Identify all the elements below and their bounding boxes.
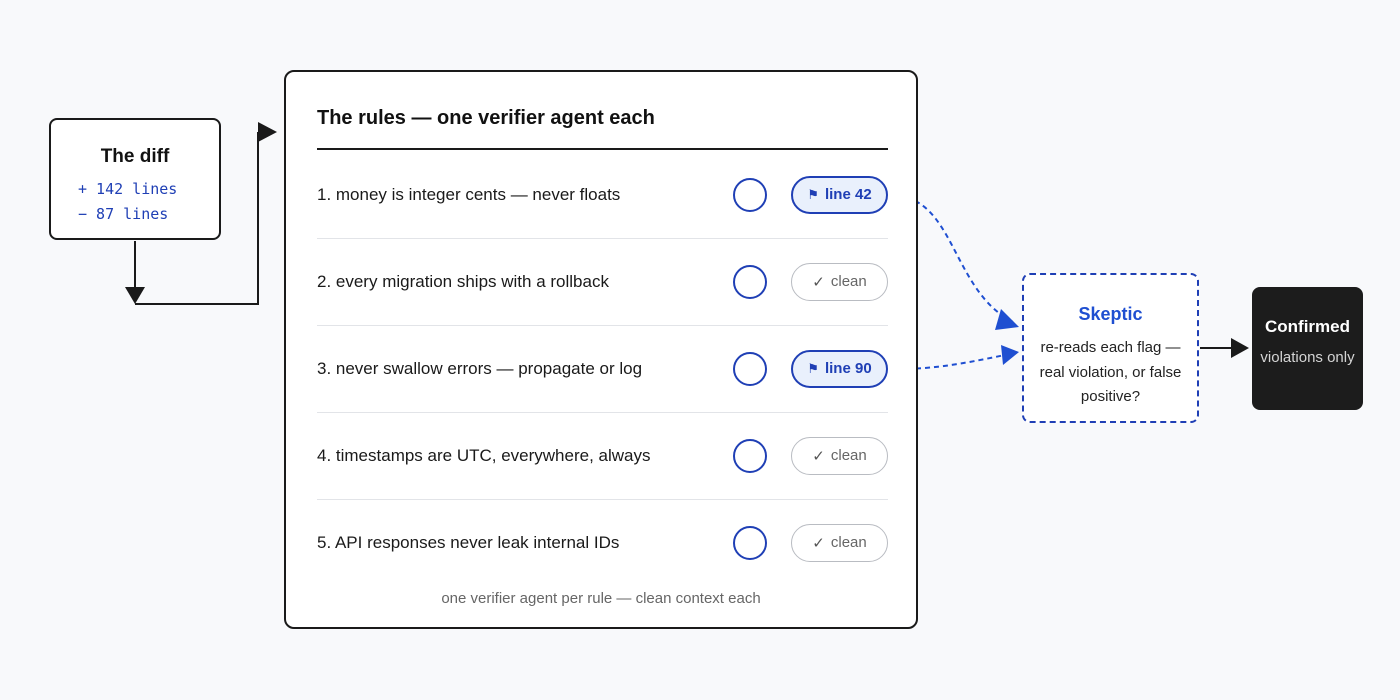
confirmed-arrowhead — [1231, 338, 1249, 358]
check-icon: ✓ — [812, 447, 825, 465]
diff-box: The diff + 142 lines − 87 lines — [49, 118, 221, 240]
rule-clean-label: clean — [830, 273, 867, 290]
rule-row-1: 1. money is integer cents — never floats… — [317, 151, 888, 239]
confirmed-description: violations only — [1260, 349, 1355, 366]
rules-panel-footer: one verifier agent per rule — clean cont… — [441, 590, 761, 607]
rule-text: 1. money is integer cents — never floats — [317, 184, 621, 204]
rule-text: 5. API responses never leak internal IDs — [317, 532, 620, 552]
check-icon: ✓ — [812, 273, 825, 291]
rule-status-circle — [733, 177, 767, 212]
diff-removed-lines: − 87 lines — [78, 205, 169, 223]
rule-text: 4. timestamps are UTC, everywhere, alway… — [317, 445, 651, 465]
rule-clean-pill[interactable]: ✓ clean — [791, 436, 888, 475]
flag-icon: ⚑ — [807, 186, 819, 202]
confirmed-title: Confirmed — [1265, 317, 1350, 336]
rules-panel: The rules — one verifier agent each 1. m… — [284, 70, 918, 629]
flag-line-42-arrowhead — [995, 309, 1019, 330]
rule-clean-label: clean — [830, 447, 867, 464]
rule-row-5: 5. API responses never leak internal IDs… — [317, 499, 888, 586]
skeptic-title: Skeptic — [1078, 304, 1143, 324]
rules-panel-arrowhead — [258, 122, 277, 142]
rule-status-circle — [733, 264, 767, 299]
rule-status-circle — [733, 438, 767, 473]
rule-text: 3. never swallow errors — propagate or l… — [317, 358, 643, 378]
rules-panel-title: The rules — one verifier agent each — [317, 107, 655, 129]
rule-clean-label: clean — [830, 534, 867, 551]
rule-row-4: 4. timestamps are UTC, everywhere, alway… — [317, 412, 888, 500]
rule-flag-label: line 90 — [824, 360, 872, 377]
rule-status-circle — [733, 351, 767, 386]
skeptic-box: Skeptic re-reads each flag — real violat… — [1022, 273, 1199, 423]
diff-added-lines: + 142 lines — [78, 180, 178, 198]
rule-clean-pill[interactable]: ✓ clean — [791, 262, 888, 301]
title-divider — [317, 148, 888, 150]
rule-flag-pill[interactable]: ⚑ line 90 — [791, 349, 888, 388]
diff-down-arrowhead — [125, 287, 145, 304]
rule-flag-label: line 42 — [824, 186, 872, 203]
skeptic-description: re-reads each flag — real violation, or … — [1039, 339, 1182, 405]
rule-text: 2. every migration ships with a rollback — [317, 271, 609, 291]
rule-clean-pill[interactable]: ✓ clean — [791, 523, 888, 562]
flag-line-90-arrowhead — [1001, 345, 1019, 365]
rule-status-circle — [733, 525, 767, 560]
check-icon: ✓ — [812, 534, 825, 552]
rule-row-2: 2. every migration ships with a rollback… — [317, 238, 888, 326]
diff-title: The diff — [100, 146, 170, 167]
rule-flag-pill[interactable]: ⚑ line 42 — [791, 175, 888, 214]
flag-icon: ⚑ — [807, 360, 819, 376]
rule-row-3: 3. never swallow errors — propagate or l… — [317, 325, 888, 413]
confirmed-box: Confirmed violations only — [1252, 287, 1363, 410]
